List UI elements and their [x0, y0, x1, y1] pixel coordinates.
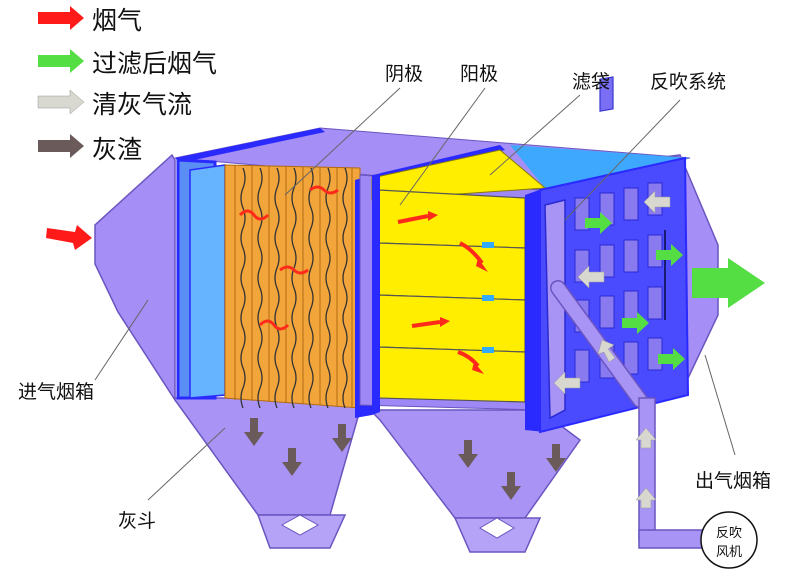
legend-item-cleaning-flow: 清灰气流 [37, 89, 192, 119]
label-cathode: 阴极 [385, 63, 423, 85]
esp-section [176, 158, 372, 418]
filtered-gas-arrows [585, 212, 765, 370]
legend-item-ash: 灰渣 [38, 134, 142, 164]
filter-bag [377, 189, 526, 403]
bag-filter-section [359, 149, 547, 432]
flue-gas-arrow [46, 225, 92, 250]
hopper-right [368, 409, 582, 553]
legend-label-ash: 灰渣 [92, 135, 142, 164]
legend-item-flue-gas: 烟气 [38, 6, 142, 35]
label-outlet-box: 出气烟箱 [695, 470, 771, 492]
label-filter-bag: 滤袋 [572, 71, 610, 93]
hopper-left [174, 397, 361, 549]
leader-lines [94, 87, 736, 501]
inlet-box [94, 153, 176, 403]
legend-label-filtered-gas: 过滤后烟气 [92, 49, 217, 78]
label-ash-hopper: 灰斗 [118, 510, 156, 532]
blowback-fan: 反吹 风机 [700, 511, 758, 569]
cleaning-flow-arrows [553, 190, 671, 509]
fan-label-line1: 反吹 [716, 526, 742, 541]
legend-label-flue-gas: 烟气 [92, 6, 142, 35]
label-anode: 阳极 [460, 63, 498, 85]
label-inlet-box: 进气烟箱 [18, 381, 94, 403]
ash-arrows [244, 418, 566, 500]
legend-label-cleaning-flow: 清灰气流 [92, 90, 192, 119]
fan-label-line2: 风机 [716, 545, 742, 560]
legend-item-filtered-gas: 过滤后烟气 [38, 49, 217, 78]
label-back-blow-system: 反吹系统 [650, 71, 726, 93]
legend: 烟气 过滤后烟气 清灰气流 灰渣 [37, 6, 217, 164]
